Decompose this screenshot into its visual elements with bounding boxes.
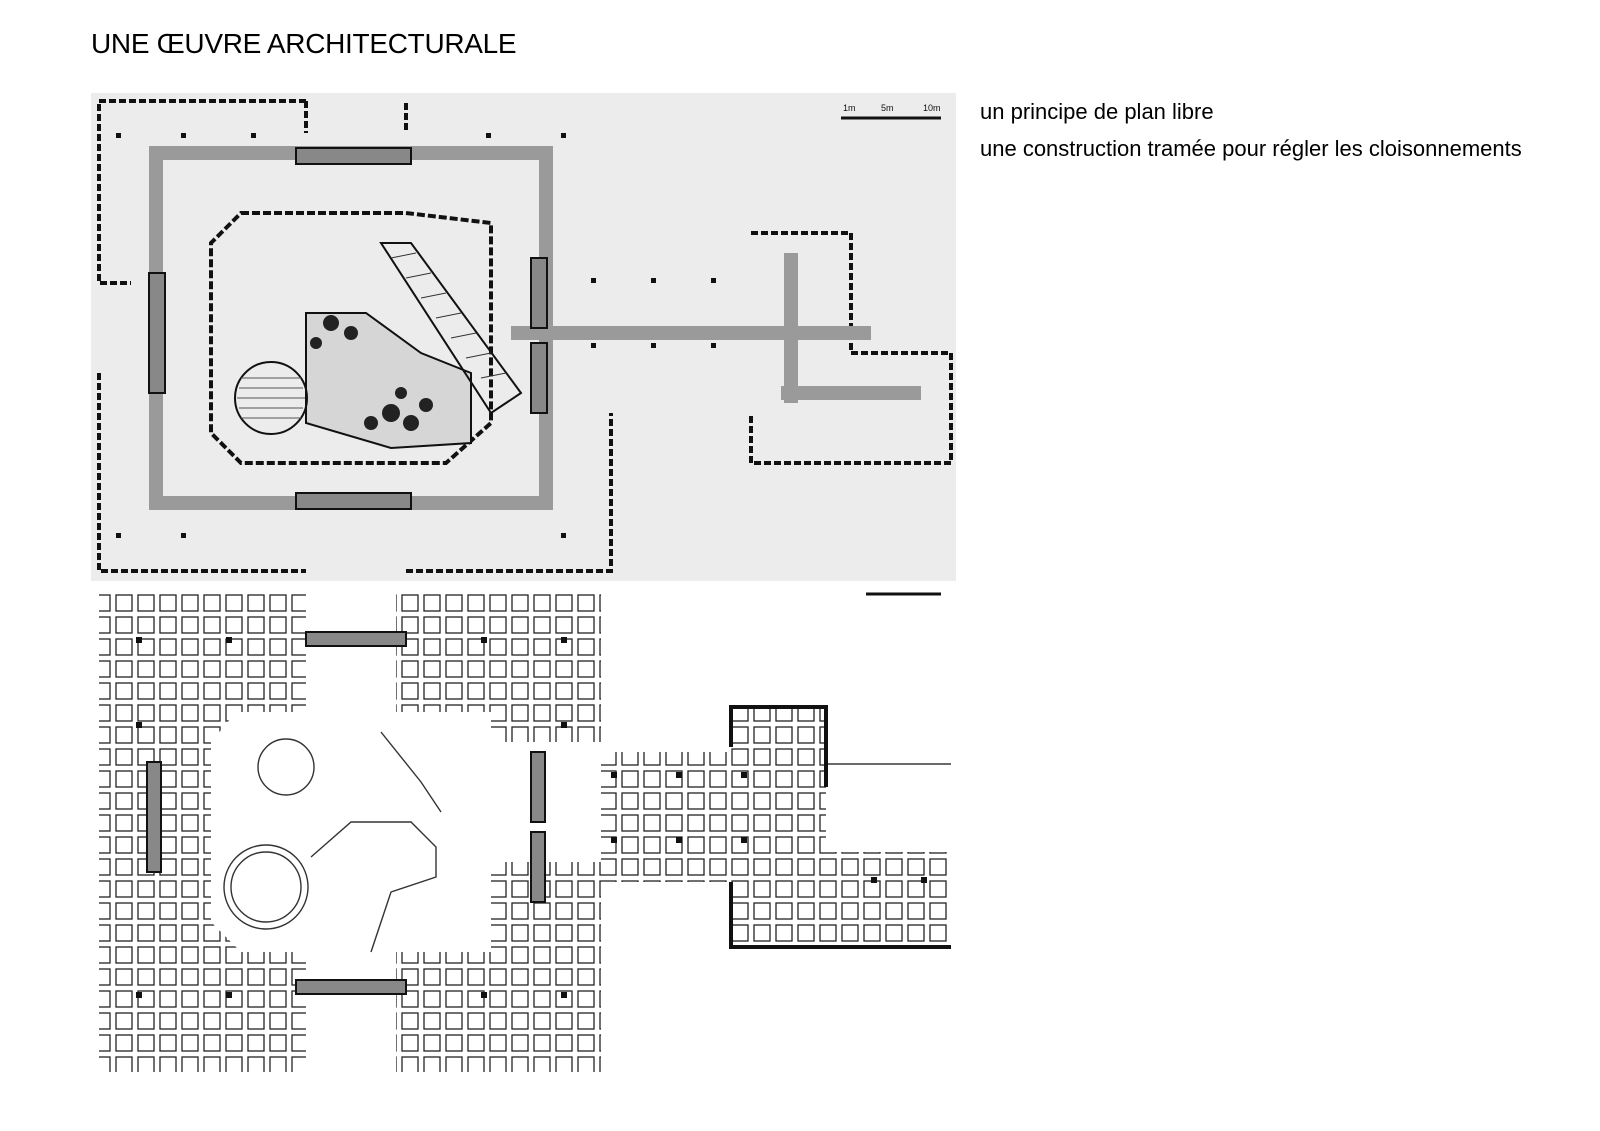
scale-label-10m: 10m [923,103,941,113]
grid-column-node [611,772,617,778]
scale-label-5m: 5m [881,103,894,113]
note-plan-libre: un principe de plan libre [980,99,1214,124]
grid-scale-label-1m: 1m [871,592,882,593]
grid-column-node [676,772,682,778]
note-construction-tramee: une construction tramée pour régler les … [980,136,1522,161]
grid-column-node [741,837,747,843]
floor-plan-figure: 1m 5m 10m [91,93,956,581]
grid-column-node [226,992,232,998]
grid-column-node [226,637,232,643]
scale-label-1m: 1m [843,103,856,113]
grid-column-node [921,877,927,883]
grid-column-node [136,722,142,728]
notes: un principe de plan libre une constructi… [980,93,1522,167]
structural-grid-plan-drawing: 1m 5m [99,592,951,1072]
grid-scale-label-5m: 5m [906,592,917,593]
grid-column-node [561,637,567,643]
grid-column-node [676,837,682,843]
grid-column-node [136,637,142,643]
grid-column-node [611,837,617,843]
floor-plan-drawing: 1m 5m 10m [97,99,953,573]
grid-column-node [481,992,487,998]
grid-column-node [871,877,877,883]
grid-column-node [561,992,567,998]
grid-column-node [741,772,747,778]
grid-plan-figure: 1m 5m [91,592,956,1077]
grid-column-node [561,722,567,728]
grid-column-node [481,637,487,643]
page-title: UNE ŒUVRE ARCHITECTURALE [91,28,517,59]
grid-column-node [136,992,142,998]
